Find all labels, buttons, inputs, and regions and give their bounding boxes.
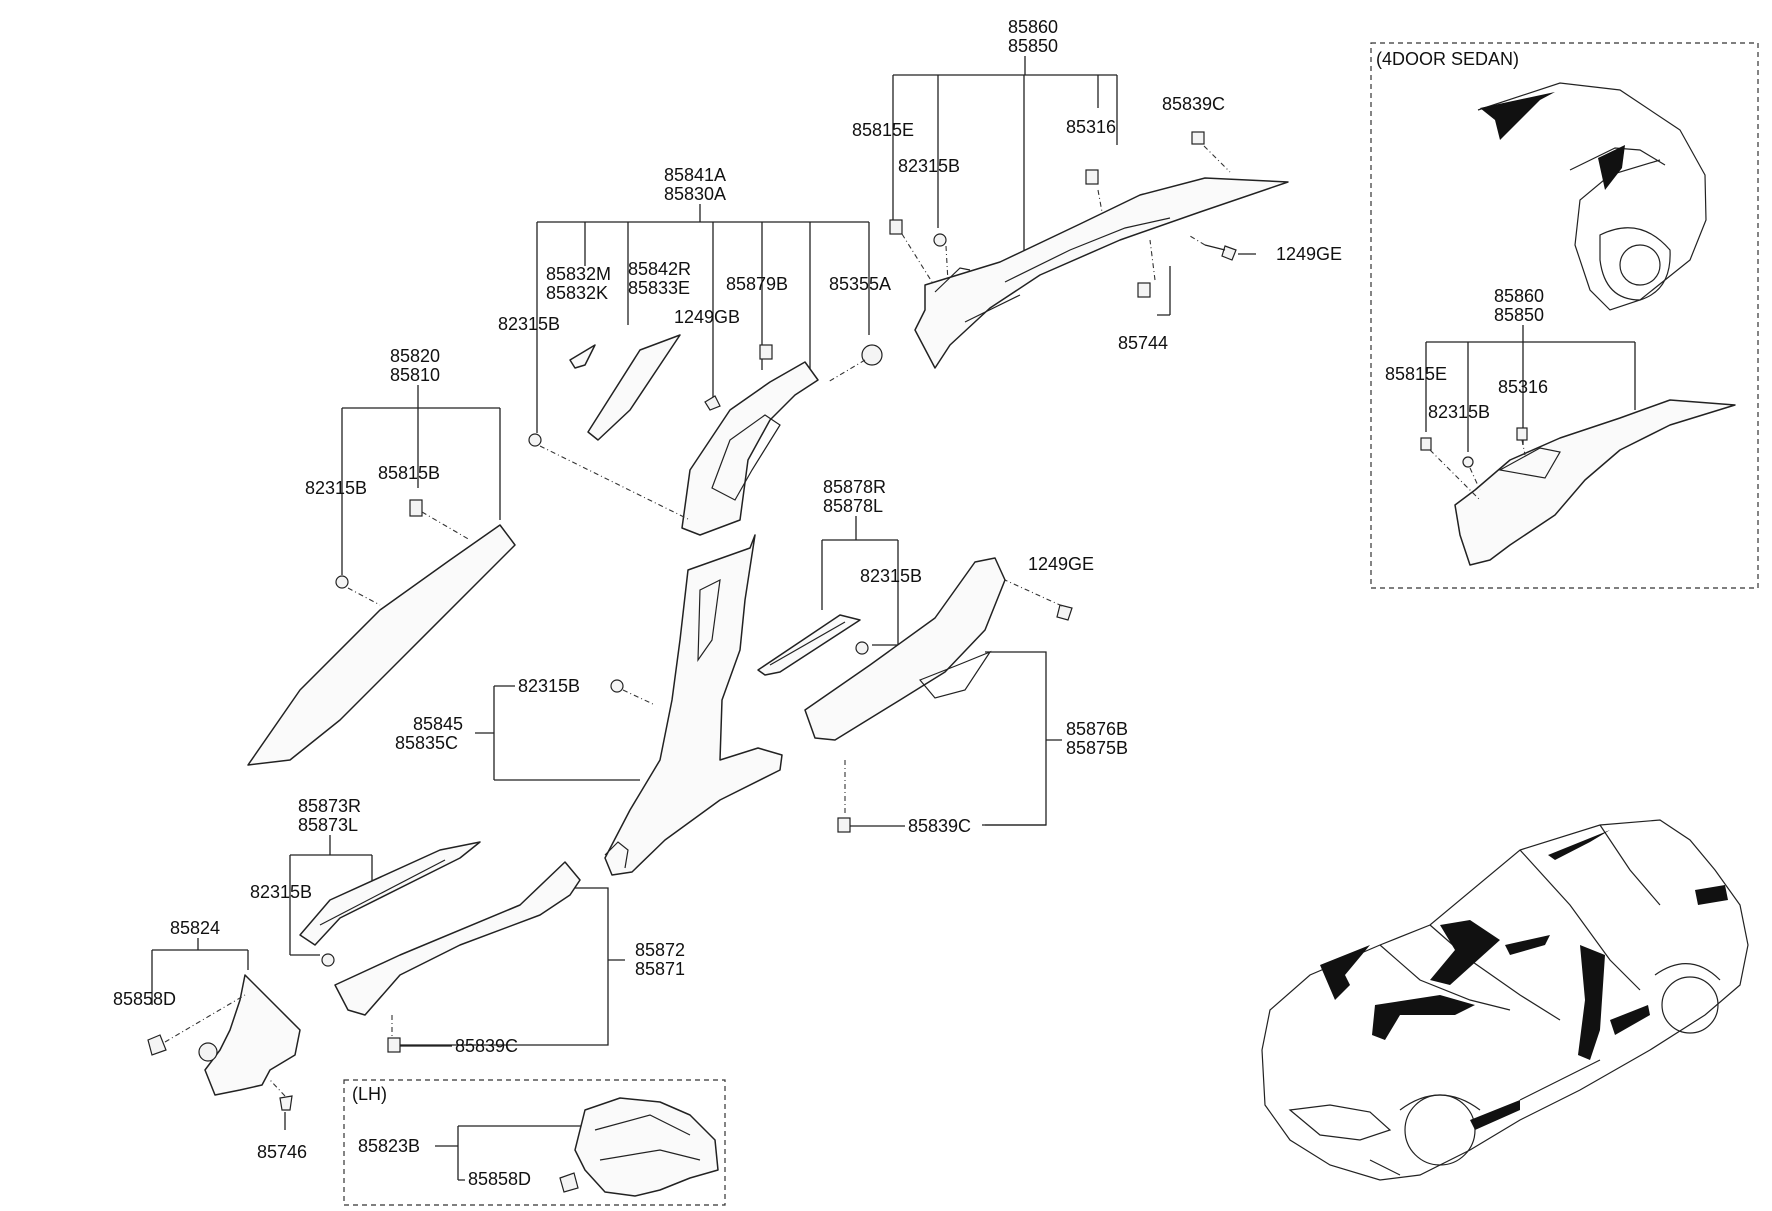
label-85832K: 85832K bbox=[546, 283, 608, 303]
label-85876B: 85876B bbox=[1066, 719, 1128, 739]
bolt-1249GE-mid bbox=[1056, 604, 1073, 621]
label-85839C-top: 85839C bbox=[1162, 94, 1225, 114]
label-85850: 85850 bbox=[1008, 36, 1058, 56]
label-85839C-mid: 85839C bbox=[908, 816, 971, 836]
clip-82315B-top bbox=[933, 233, 947, 247]
label-82315B-c: 82315B bbox=[860, 566, 922, 586]
rear-door-scuff bbox=[804, 557, 1006, 741]
label-85873L: 85873L bbox=[298, 815, 358, 835]
label-82315B-d: 82315B bbox=[518, 676, 580, 696]
group-85845: 82315B 85845 85835C bbox=[395, 534, 783, 876]
front-door-scuff bbox=[334, 861, 581, 1016]
label-85873R: 85873R bbox=[298, 796, 361, 816]
label-85875B: 85875B bbox=[1066, 738, 1128, 758]
lh-title: (LH) bbox=[352, 1084, 387, 1104]
label-85830A: 85830A bbox=[664, 184, 726, 204]
group-85878R: 85878R 85878L 82315B bbox=[757, 477, 922, 676]
clip-85839C-mid bbox=[837, 817, 851, 833]
label-85878R: 85878R bbox=[823, 477, 886, 497]
label-82315B-top: 82315B bbox=[898, 156, 960, 176]
sedan-box: (4DOOR SEDAN) 85860 85850 85815E 82315B … bbox=[1370, 42, 1759, 589]
label-1249GB: 1249GB bbox=[674, 307, 740, 327]
label-85878L: 85878L bbox=[823, 496, 883, 516]
label-85744: 85744 bbox=[1118, 333, 1168, 353]
group-85872: 85872 85871 85839C bbox=[334, 861, 685, 1056]
clip-85815B bbox=[409, 499, 423, 517]
clip-82315B-b bbox=[528, 433, 542, 447]
label-85871: 85871 bbox=[635, 959, 685, 979]
clip-85839C-top bbox=[1191, 131, 1205, 145]
label-85815E: 85815E bbox=[852, 120, 914, 140]
group-85824: 85824 85858D 85746 bbox=[113, 918, 307, 1162]
clip-82315B-d bbox=[610, 679, 624, 693]
label-85823B: 85823B bbox=[358, 1136, 420, 1156]
kick-panel-85823B bbox=[574, 1097, 719, 1197]
clip-82315B-a bbox=[335, 575, 349, 589]
group-85873R: 85873R 85873L 82315B bbox=[250, 796, 481, 967]
b-pillar-lower bbox=[604, 534, 783, 876]
label-85835C: 85835C bbox=[395, 733, 458, 753]
label-1249GE-top: 1249GE bbox=[1276, 244, 1342, 264]
b-pillar-upper bbox=[681, 361, 819, 536]
c-pillar-trim bbox=[914, 177, 1289, 369]
label-s82315B: 82315B bbox=[1428, 402, 1490, 422]
label-85832M: 85832M bbox=[546, 264, 611, 284]
clip-85815E bbox=[889, 219, 903, 235]
car-locator-illustration bbox=[1261, 819, 1749, 1181]
label-85860: 85860 bbox=[1008, 17, 1058, 37]
kick-panel-85824 bbox=[204, 974, 301, 1096]
label-85879B: 85879B bbox=[726, 274, 788, 294]
label-85316: 85316 bbox=[1066, 117, 1116, 137]
clip-85858D bbox=[147, 1034, 167, 1056]
group-85876B: 1249GE 85876B 85875B 85839C bbox=[804, 554, 1128, 836]
label-85746: 85746 bbox=[257, 1142, 307, 1162]
label-85839C-low: 85839C bbox=[455, 1036, 518, 1056]
clip-85355A bbox=[861, 344, 883, 366]
bolt-1249GE-top bbox=[1204, 244, 1237, 261]
clip-85746 bbox=[279, 1095, 293, 1111]
label-82315B-e: 82315B bbox=[250, 882, 312, 902]
label-85841A: 85841A bbox=[664, 165, 726, 185]
label-s85316: 85316 bbox=[1498, 377, 1548, 397]
label-85833E: 85833E bbox=[628, 278, 690, 298]
group-85860: 85860 85850 85815E 82315B 85316 85839C 1… bbox=[852, 17, 1342, 369]
trim-cover-85842 bbox=[587, 334, 681, 441]
clip-85879B bbox=[759, 344, 773, 360]
clip-85839C-low bbox=[387, 1037, 401, 1053]
clip-82315B-c bbox=[855, 641, 869, 655]
sedan-c-pillar bbox=[1454, 399, 1736, 566]
label-85810: 85810 bbox=[390, 365, 440, 385]
label-1249GE-mid: 1249GE bbox=[1028, 554, 1094, 574]
trim-cover-85832 bbox=[569, 344, 596, 369]
clip-85744 bbox=[1137, 282, 1151, 298]
label-85858D-lh: 85858D bbox=[468, 1169, 531, 1189]
label-85842R: 85842R bbox=[628, 259, 691, 279]
clip-85316 bbox=[1085, 169, 1099, 185]
group-85841A: 85841A 85830A 85832M 85832K 85842R 85833… bbox=[498, 165, 891, 536]
label-s85850: 85850 bbox=[1494, 305, 1544, 325]
label-s85815E: 85815E bbox=[1385, 364, 1447, 384]
label-82315B-a: 82315B bbox=[305, 478, 367, 498]
label-85824: 85824 bbox=[170, 918, 220, 938]
lh-box: (LH) 85823B 85858D bbox=[343, 1079, 726, 1206]
scuff-plate-85873 bbox=[299, 841, 481, 946]
screw-1249GB bbox=[704, 395, 721, 411]
group-85820: 85820 85810 82315B 85815B bbox=[247, 346, 516, 766]
label-85845: 85845 bbox=[413, 714, 463, 734]
scuff-plate-85878 bbox=[757, 614, 861, 676]
label-s85860: 85860 bbox=[1494, 286, 1544, 306]
label-85858D: 85858D bbox=[113, 989, 176, 1009]
label-85815B: 85815B bbox=[378, 463, 440, 483]
sedan-title: (4DOOR SEDAN) bbox=[1376, 49, 1519, 69]
label-85872: 85872 bbox=[635, 940, 685, 960]
label-85355A: 85355A bbox=[829, 274, 891, 294]
label-82315B-b: 82315B bbox=[498, 314, 560, 334]
clip-82315B-e bbox=[321, 953, 335, 967]
label-85820: 85820 bbox=[390, 346, 440, 366]
a-pillar-trim bbox=[247, 524, 516, 766]
